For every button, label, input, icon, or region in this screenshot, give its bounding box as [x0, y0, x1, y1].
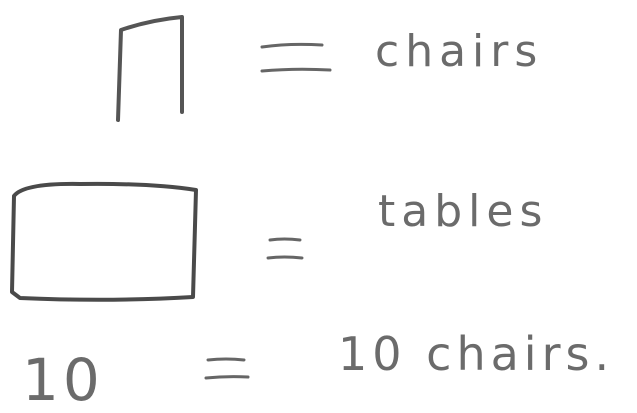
legend-symbol-ten: 10 — [22, 346, 104, 413]
equals-sign — [204, 357, 250, 380]
legend-row-ten-chairs: 10 10 chairs. — [22, 327, 614, 413]
legend-label-chairs: chairs — [375, 26, 543, 77]
equals-sign — [260, 42, 332, 73]
equals-sign — [266, 237, 304, 260]
legend-row-tables: tables — [10, 181, 548, 302]
legend-label-ten-chairs: 10 chairs. — [338, 327, 614, 381]
legend-label-tables: tables — [378, 186, 548, 237]
table-symbol — [10, 181, 198, 302]
chair-symbol — [116, 15, 184, 122]
legend-row-chairs: chairs — [116, 15, 543, 122]
